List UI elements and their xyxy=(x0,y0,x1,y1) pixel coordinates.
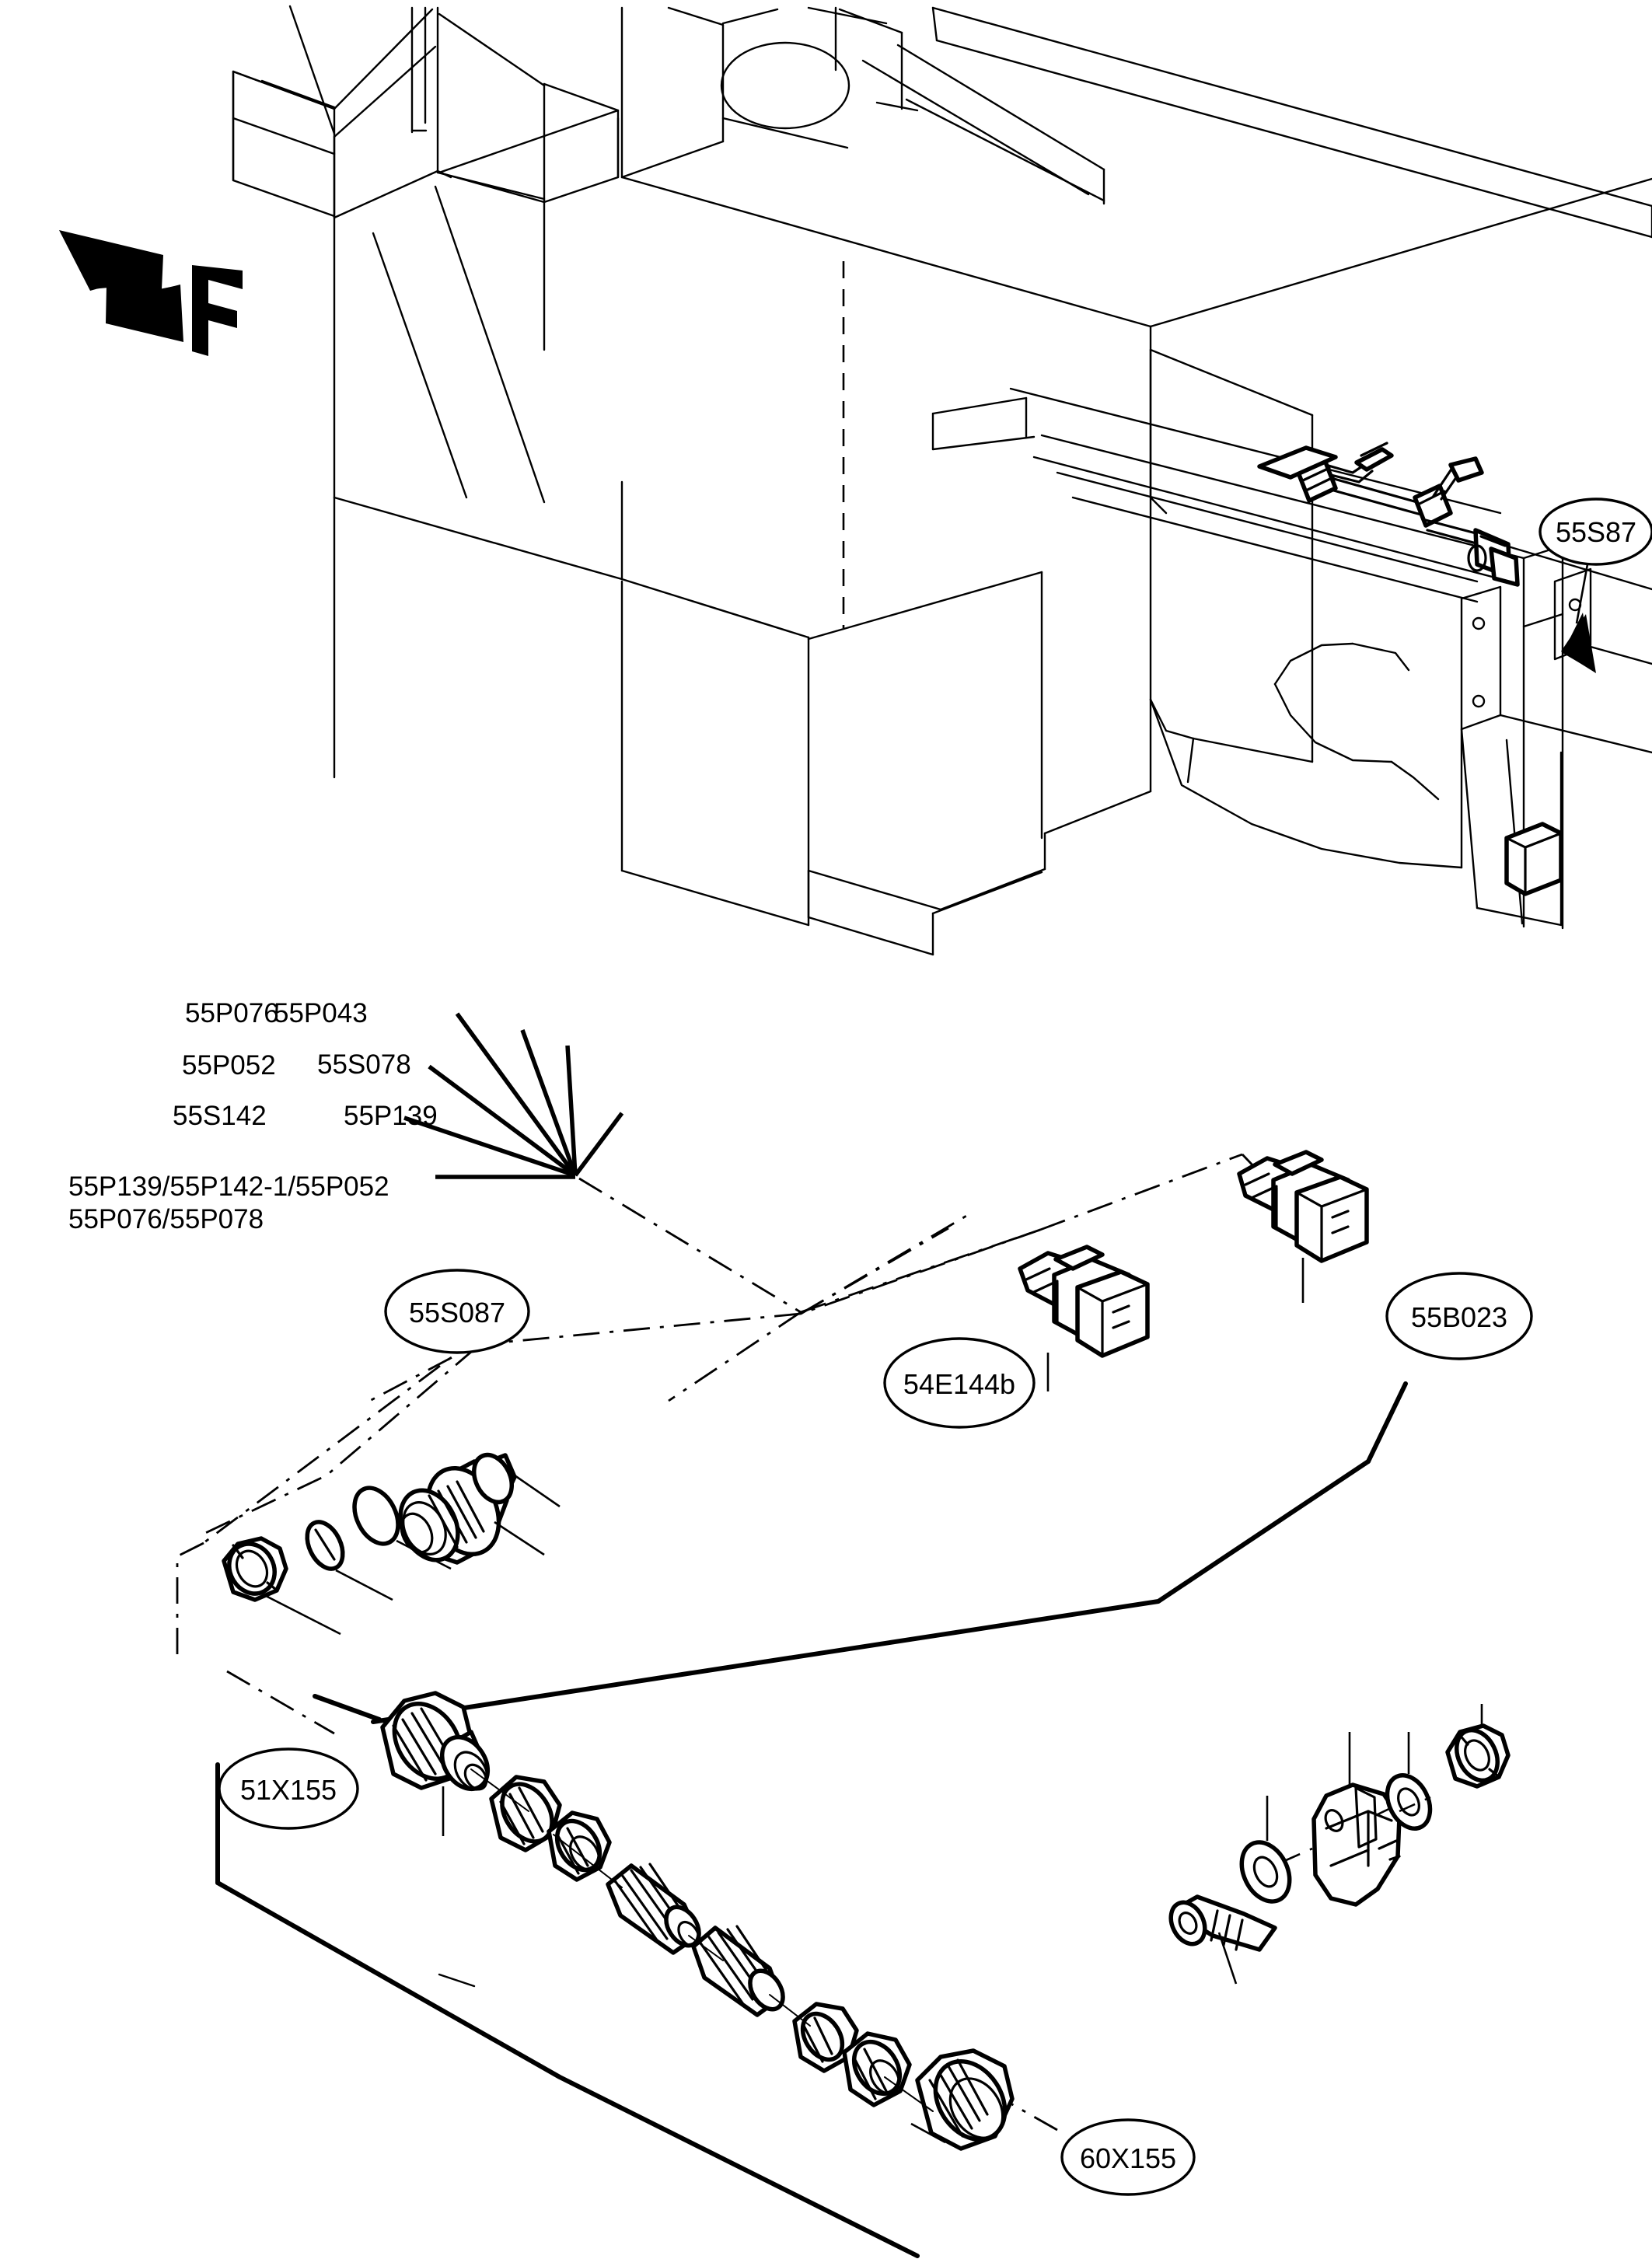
leader-line-fan xyxy=(403,1012,624,1179)
machine-frame-assembly xyxy=(232,5,1652,956)
multi-part-label-line1: 55P139/55P142-1/55P052 xyxy=(68,1171,389,1202)
callout-label-60X155: 60X155 xyxy=(1080,2142,1176,2174)
leader-label-55P076: 55P076 xyxy=(185,998,279,1028)
leader-label-55S142: 55S142 xyxy=(173,1101,267,1131)
callout-bubble-55B023[interactable]: 55B023 xyxy=(1385,1272,1533,1360)
leader-label-55P052: 55P052 xyxy=(182,1050,276,1081)
assembly-centerlines xyxy=(176,1153,1292,2132)
callout-label-54E144b: 54E144b xyxy=(903,1368,1015,1400)
forward-direction-arrow xyxy=(59,230,243,356)
callout-label-55B023: 55B023 xyxy=(1411,1301,1507,1333)
callout-label-51X155: 51X155 xyxy=(240,1774,337,1806)
callout-bubble-60X155[interactable]: 60X155 xyxy=(1060,2118,1196,2196)
leader-label-55P043: 55P043 xyxy=(274,998,368,1028)
multi-part-label-line2: 55P076/55P078 xyxy=(68,1204,264,1234)
callout-label-55S087: 55S087 xyxy=(409,1297,505,1329)
callout-label-55S87: 55S87 xyxy=(1556,516,1636,548)
callout-bubble-55S087[interactable]: 55S087 xyxy=(384,1269,530,1354)
callout-bubble-51X155[interactable]: 51X155 xyxy=(218,1747,359,1830)
callout-bubble-54E144b[interactable]: 54E144b xyxy=(883,1337,1036,1429)
callout-bubble-55S87[interactable]: 55S87 xyxy=(1538,498,1652,624)
section-boundary-lines xyxy=(215,1381,1408,2258)
leader-label-55P139: 55P139 xyxy=(344,1101,438,1131)
clamp-hardware-group xyxy=(1168,1704,1511,1985)
leader-label-55S078: 55S078 xyxy=(317,1049,411,1080)
hose-assembly-51X155-60X155 xyxy=(380,1691,1015,2151)
connector-54E144b xyxy=(1018,1245,1150,1391)
fitting-assembly-55S087 xyxy=(222,1452,561,1636)
connector-55B023 xyxy=(1237,1150,1369,1303)
leader-label-group: 55P076 55P043 55S078 55P052 55S142 55P13… xyxy=(68,998,438,1234)
